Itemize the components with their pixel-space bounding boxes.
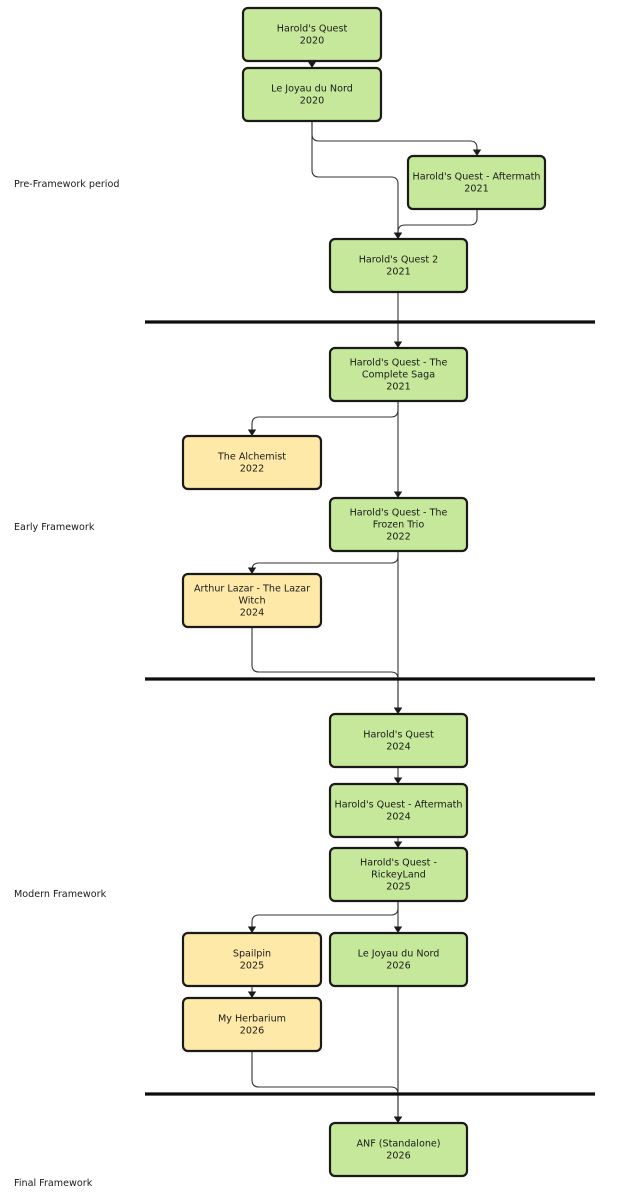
node-box[interactable]: [181, 931, 323, 988]
node-title-line: My Herbarium: [218, 1013, 286, 1024]
node-year: 2026: [386, 961, 410, 972]
node-title-line: Le Joyau du Nord: [271, 83, 353, 94]
node-box[interactable]: [328, 346, 469, 403]
edge: [393, 986, 403, 1123]
edge-arrowhead: [393, 777, 403, 784]
section-label-early-framework: Early Framework: [14, 522, 95, 533]
edge-arrowhead: [393, 232, 403, 239]
node-year: 2024: [386, 812, 410, 823]
flow-node-harolds-quest-2-2021[interactable]: Harold's Quest 2 2021: [328, 237, 469, 294]
edge: [393, 292, 403, 348]
node-year: 2024: [386, 742, 410, 753]
section-label-final-framework: Final Framework: [14, 1178, 93, 1189]
node-box[interactable]: [241, 66, 383, 123]
node-title-line: Complete Saga: [362, 370, 435, 381]
edge: [393, 767, 403, 784]
edge-arrowhead: [247, 429, 257, 436]
flow-node-harolds-quest-2024[interactable]: Harold's Quest 2024: [328, 712, 469, 769]
node-year: 2021: [386, 382, 410, 393]
node-box[interactable]: [328, 712, 469, 769]
edge-arrowhead: [247, 926, 257, 933]
node-year: 2021: [464, 184, 488, 195]
node-title-line: Harold's Quest 2: [359, 254, 439, 265]
node-title-line: Harold's Quest - The: [350, 507, 448, 518]
edge: [393, 209, 478, 239]
node-box[interactable]: [181, 996, 323, 1053]
flow-node-harolds-quest-2020[interactable]: Harold's Quest 2020: [241, 6, 383, 63]
node-year: 2025: [386, 882, 410, 893]
edge-arrowhead: [472, 149, 482, 156]
flow-node-spailpin-2025[interactable]: Spailpin 2025: [181, 931, 323, 988]
edge-line: [311, 121, 399, 234]
node-title-line: Harold's Quest: [277, 23, 348, 34]
edge-arrowhead: [393, 926, 403, 933]
edge-arrowhead: [393, 341, 403, 348]
node-box[interactable]: [328, 496, 469, 553]
node-box[interactable]: [181, 434, 323, 491]
node-title-line: ANF (Standalone): [356, 1138, 440, 1149]
node-box[interactable]: [328, 931, 469, 988]
section-label-modern-framework: Modern Framework: [14, 889, 107, 900]
edge-arrowhead: [393, 491, 403, 498]
edge: [393, 551, 403, 714]
flow-node-harolds-quest-aftermath-2021[interactable]: Harold's Quest - Aftermath 2021: [406, 154, 547, 211]
node-title-line: RickeyLand: [371, 870, 426, 881]
edge-line: [397, 209, 478, 234]
node-box[interactable]: [406, 154, 547, 211]
edge-arrowhead: [393, 841, 403, 848]
node-box[interactable]: [328, 782, 469, 839]
node-title-line: Harold's Quest - The: [350, 357, 448, 368]
edge-arrowhead: [393, 1116, 403, 1123]
node-title-line: Le Joyau du Nord: [358, 948, 440, 959]
node-box[interactable]: [328, 237, 469, 294]
flow-node-the-alchemist-2022[interactable]: The Alchemist 2022: [181, 434, 323, 491]
node-title-line: Frozen Trio: [373, 520, 425, 531]
node-title-line: Spailpin: [233, 948, 271, 959]
edge-arrowhead: [307, 61, 317, 68]
node-title-line: Arthur Lazar - The Lazar: [194, 583, 310, 594]
node-year: 2021: [386, 267, 410, 278]
flow-node-le-joyau-du-nord-2026[interactable]: Le Joyau du Nord 2026: [328, 931, 469, 988]
node-year: 2026: [240, 1026, 264, 1037]
node-year: 2022: [240, 464, 264, 475]
node-title-line: Witch: [238, 596, 265, 607]
node-box[interactable]: [241, 6, 383, 63]
edges-layer: [247, 61, 482, 1123]
edge: [393, 901, 403, 933]
section-label-pre-framework: Pre-Framework period: [14, 179, 119, 190]
flow-node-le-joyau-du-nord-2020[interactable]: Le Joyau du Nord 2020: [241, 66, 383, 123]
section-dividers-layer: [145, 320, 595, 1096]
edge-arrowhead: [247, 991, 257, 998]
node-title-line: The Alchemist: [217, 451, 286, 462]
flow-node-anf-standalone-2026[interactable]: ANF (Standalone) 2026: [328, 1121, 469, 1178]
node-title-line: Harold's Quest: [363, 729, 434, 740]
node-title-line: Harold's Quest - Aftermath: [335, 799, 463, 810]
node-box[interactable]: [328, 1121, 469, 1178]
node-year: 2024: [240, 608, 264, 619]
edge-arrowhead: [247, 567, 257, 574]
node-year: 2020: [300, 36, 324, 47]
node-year: 2022: [386, 532, 410, 543]
node-box[interactable]: [328, 846, 469, 903]
node-year: 2020: [300, 96, 324, 107]
edge: [393, 401, 403, 498]
node-year: 2025: [240, 961, 264, 972]
edge-arrowhead: [393, 707, 403, 714]
node-title-line: Harold's Quest -: [360, 857, 437, 868]
node-box[interactable]: [181, 572, 323, 629]
node-year: 2026: [386, 1151, 410, 1162]
flow-node-my-herbarium-2026[interactable]: My Herbarium 2026: [181, 996, 323, 1053]
node-title-line: Harold's Quest - Aftermath: [413, 171, 541, 182]
edge: [247, 986, 257, 998]
flow-node-harolds-quest-aftermath-2024[interactable]: Harold's Quest - Aftermath 2024: [328, 782, 469, 839]
